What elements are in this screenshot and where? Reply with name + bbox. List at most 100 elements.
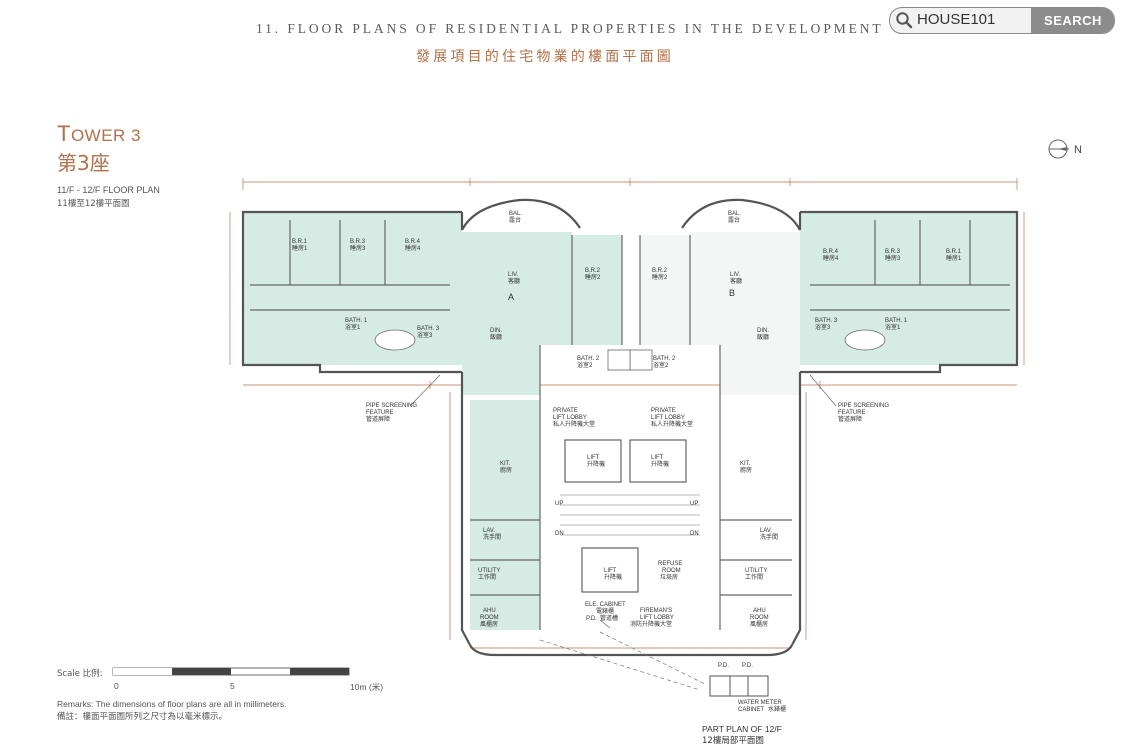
unit-b-br4-label: B.R.4 [823,249,839,255]
unit-b-ahu-label-zh: 風櫃房 [750,620,768,628]
search-input[interactable] [917,10,1017,29]
stair-up-left: UP [555,501,563,507]
tower-title-initial: T [57,121,71,146]
unit-a-bath1-label: BATH. 1 [345,318,368,324]
unit-b-kit-label: KIT. [740,461,751,467]
unit-a-letter: A [508,292,514,302]
unit-a-ahu-label-zh: 風櫃房 [480,620,498,628]
lift-1-label: LIFT [587,455,600,461]
pd-label: P.D. [586,616,597,622]
unit-b-lav-label: LAV. [760,528,772,534]
unit-b-br2-label-zh: 睡房2 [652,273,668,281]
search-box: SEARCH [889,7,1115,34]
lift-1-label-zh: 升降機 [587,460,605,468]
pipe-screening-left-label-1: PIPE SCREENING [366,403,417,409]
unit-a-kit-label: KIT. [500,461,511,467]
fireman-lobby-label-1: FIREMAN'S [640,608,672,614]
unit-a-br1-label-zh: 睡房1 [292,244,308,252]
water-meter-label-zh: 水錶櫃 [768,705,786,713]
unit-b [640,212,1017,395]
unit-a-bath2-label: BATH. 2 [577,356,600,362]
unit-b-br3-label-zh: 睡房3 [885,254,901,262]
unit-b-ahu-label: AHU [753,608,766,614]
scale-tick-5: 5 [230,681,235,691]
unit-a-bal-label-zh: 露台 [509,216,521,224]
unit-b-ahu-room-label: ROOM [750,615,769,621]
unit-a [243,212,622,630]
section-title: 11. FLOOR PLANS OF RESIDENTIAL PROPERTIE… [256,21,884,36]
stair-up-right: UP [690,501,698,507]
search-button[interactable]: SEARCH [1031,8,1114,33]
unit-a-liv-label: LIV. [508,272,518,278]
unit-b-br1-label: B.R.1 [946,249,962,255]
unit-a-br3-label: B.R.3 [350,239,366,245]
private-lobby-a-label-2: LIFT LOBBY [553,415,587,421]
pipe-screening-right-label-zh: 管道屏障 [838,415,862,423]
unit-a-br4-label-zh: 睡房4 [405,244,421,252]
remarks-text-zh: 備註：樓面平面圖所列之尺寸為以毫米標示。 [57,712,228,722]
fireman-lobby-label-zh: 消防升降機大堂 [630,620,672,628]
part-plan-title: PART PLAN OF 12/F [702,724,782,734]
unit-b-br1-label-zh: 睡房1 [946,254,962,262]
refuse-room-label-2: ROOM [662,568,681,574]
unit-b-bath2-label-zh: 浴室2 [653,361,669,369]
private-lobby-b-label-1: PRIVATE [651,408,676,414]
part-plan-pd-2: P.D. [742,663,753,669]
private-lobby-a-label-zh: 私人升降機大堂 [553,420,595,428]
pipe-screening-right-label-2: FEATURE [838,410,866,416]
unit-a-bath1-label-zh: 浴室1 [345,323,361,331]
unit-a-din-label-zh: 飯廳 [490,333,502,341]
scale-tick-10: 10m (米) [350,682,384,692]
pipe-screening-left-label-zh: 管道屏障 [366,415,390,423]
north-arrow-icon: N [1048,139,1082,159]
unit-b-kit-label-zh: 廚房 [740,466,752,474]
unit-a-bath2-label-zh: 浴室2 [577,361,593,369]
lift-3-label-zh: 升降機 [604,573,622,581]
unit-a-lav-label: LAV. [483,528,495,534]
unit-b-liv-label: LIV. [730,272,740,278]
floor-plan-label-zh: 11樓至12樓平面圖 [57,199,130,209]
floor-plan-label: 11/F - 12/F FLOOR PLAN [57,185,160,195]
lift-2-label: LIFT [651,455,664,461]
part-plan-drawing [709,675,769,697]
unit-a-utility-label-zh: 工作間 [478,573,496,581]
unit-b-br2-label: B.R.2 [652,268,668,274]
unit-a-ahu-room-label: ROOM [480,615,499,621]
unit-a-bal-label: BAL. [509,211,522,217]
lift-3-label: LIFT [604,568,617,574]
unit-a-bath3-label: BATH. 3 [417,326,440,332]
unit-a-br1-label: B.R.1 [292,239,308,245]
lift-2-label-zh: 升降機 [651,460,669,468]
unit-b-letter: B [729,288,735,298]
section-title-zh: 發展項目的住宅物業的樓面平面圖 [416,49,674,65]
unit-a-din-label: DIN. [490,328,502,334]
unit-a-br2-label-zh: 睡房2 [585,273,601,281]
water-meter-label-2: CABINET [738,707,764,713]
ele-cabinet-label-zh: 電錶櫃 [596,607,614,615]
north-label: N [1074,144,1082,156]
unit-b-din-label-zh: 飯廳 [757,333,769,341]
unit-a-kit-label-zh: 廚房 [500,466,512,474]
unit-b-br4-label-zh: 睡房4 [823,254,839,262]
unit-b-utility-label-zh: 工作間 [745,573,763,581]
tower-title: TOWER 3 [57,121,141,147]
unit-a-lav-label-zh: 洗手間 [483,533,501,541]
unit-b-bath1-label: BATH. 1 [885,318,908,324]
part-plan-pd-1: P.D. [718,663,729,669]
pipe-screening-left-label-2: FEATURE [366,410,394,416]
outer-walls [241,198,1019,657]
water-meter-label-1: WATER METER [738,700,782,706]
scale-label: Scale 比例: [57,669,103,679]
unit-a-bath3-label-zh: 浴室3 [417,331,433,339]
part-plan-title-zh: 12樓局部平面圖 [702,736,764,746]
unit-b-bath1-label-zh: 浴室1 [885,323,901,331]
private-lobby-b-label-zh: 私人升降機大堂 [651,420,693,428]
unit-b-bal-label-zh: 露台 [728,216,740,224]
unit-b-bath3-label-zh: 浴室3 [815,323,831,331]
unit-b-din-label: DIN. [757,328,769,334]
unit-a-br2-label: B.R.2 [585,268,601,274]
unit-b-bath2-label: BATH. 2 [653,356,676,362]
tower-title-rest: OWER 3 [70,126,142,145]
unit-a-liv-label-zh: 客廳 [508,277,520,285]
stair-dn-right: DN [690,531,699,537]
